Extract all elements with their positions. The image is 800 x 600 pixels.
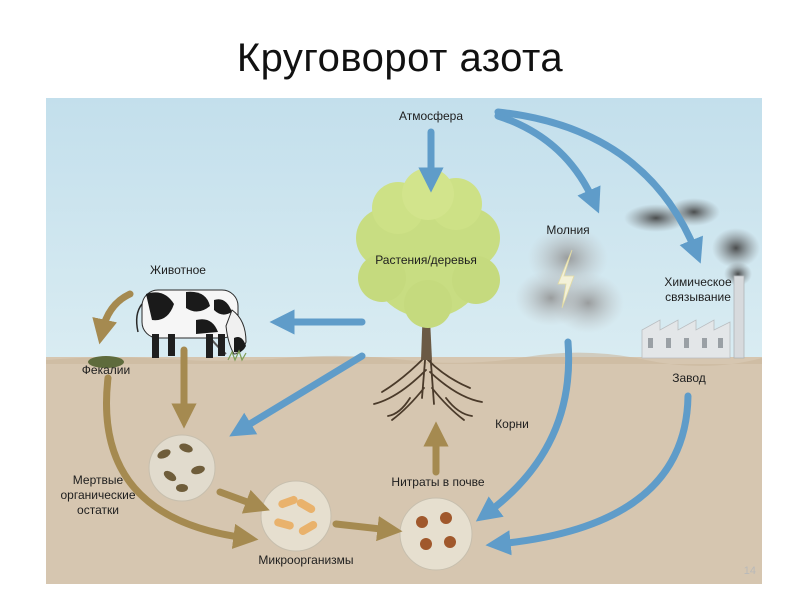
lightning-bolt-icon <box>557 249 575 309</box>
arrow-plants-to-dead-matter <box>229 352 366 437</box>
arrow-animal-to-feces <box>92 290 134 345</box>
page-number: 14 <box>743 565 756 577</box>
dead-matter-circle <box>148 434 216 502</box>
arrow-atmosphere-to-chemical <box>494 108 703 264</box>
cow-icon <box>135 289 247 362</box>
storm-cloud <box>515 226 624 333</box>
microorganisms-circle <box>260 480 332 552</box>
feces-icon <box>88 356 124 368</box>
arrow-atmosphere-to-lightning <box>494 112 601 214</box>
label-feces: Фекалии <box>82 363 130 377</box>
tree-icon <box>356 168 500 421</box>
label-nitrates: Нитраты в почве <box>391 475 485 489</box>
label-dead-matter-line3: остатки <box>77 503 119 517</box>
label-lightning: Молния <box>546 223 589 237</box>
slide-title: Круговорот азота <box>236 36 564 80</box>
label-animal: Животное <box>150 263 206 277</box>
diagram-canvas: Атмосфера Молния Химическое связывание З… <box>46 98 762 584</box>
nitrogen-cycle-diagram: Атмосфера Молния Химическое связывание З… <box>46 98 762 584</box>
arrow-lightning-to-nitrates <box>475 338 573 522</box>
factory-icon <box>624 198 760 359</box>
arrow-factory-to-nitrates <box>485 392 692 556</box>
label-chemical-fixation-line1: Химическое <box>664 275 732 289</box>
label-chemical-fixation-line2: связывание <box>665 290 731 304</box>
label-roots: Корни <box>495 417 529 431</box>
arrow-dead-matter-to-microorganisms <box>216 488 270 514</box>
label-factory: Завод <box>672 371 706 385</box>
label-plants: Растения/деревья <box>375 253 477 267</box>
label-atmosphere: Атмосфера <box>399 109 463 123</box>
label-dead-matter-line1: Мертвые <box>73 473 124 487</box>
label-dead-matter-line2: органические <box>60 488 135 502</box>
label-microorganisms: Микроорганизмы <box>258 553 353 567</box>
nitrates-circle <box>399 497 473 571</box>
arrow-feces-to-microorganisms <box>103 374 259 549</box>
arrow-microorganisms-to-nitrates <box>332 516 403 542</box>
ground-line <box>46 352 762 367</box>
